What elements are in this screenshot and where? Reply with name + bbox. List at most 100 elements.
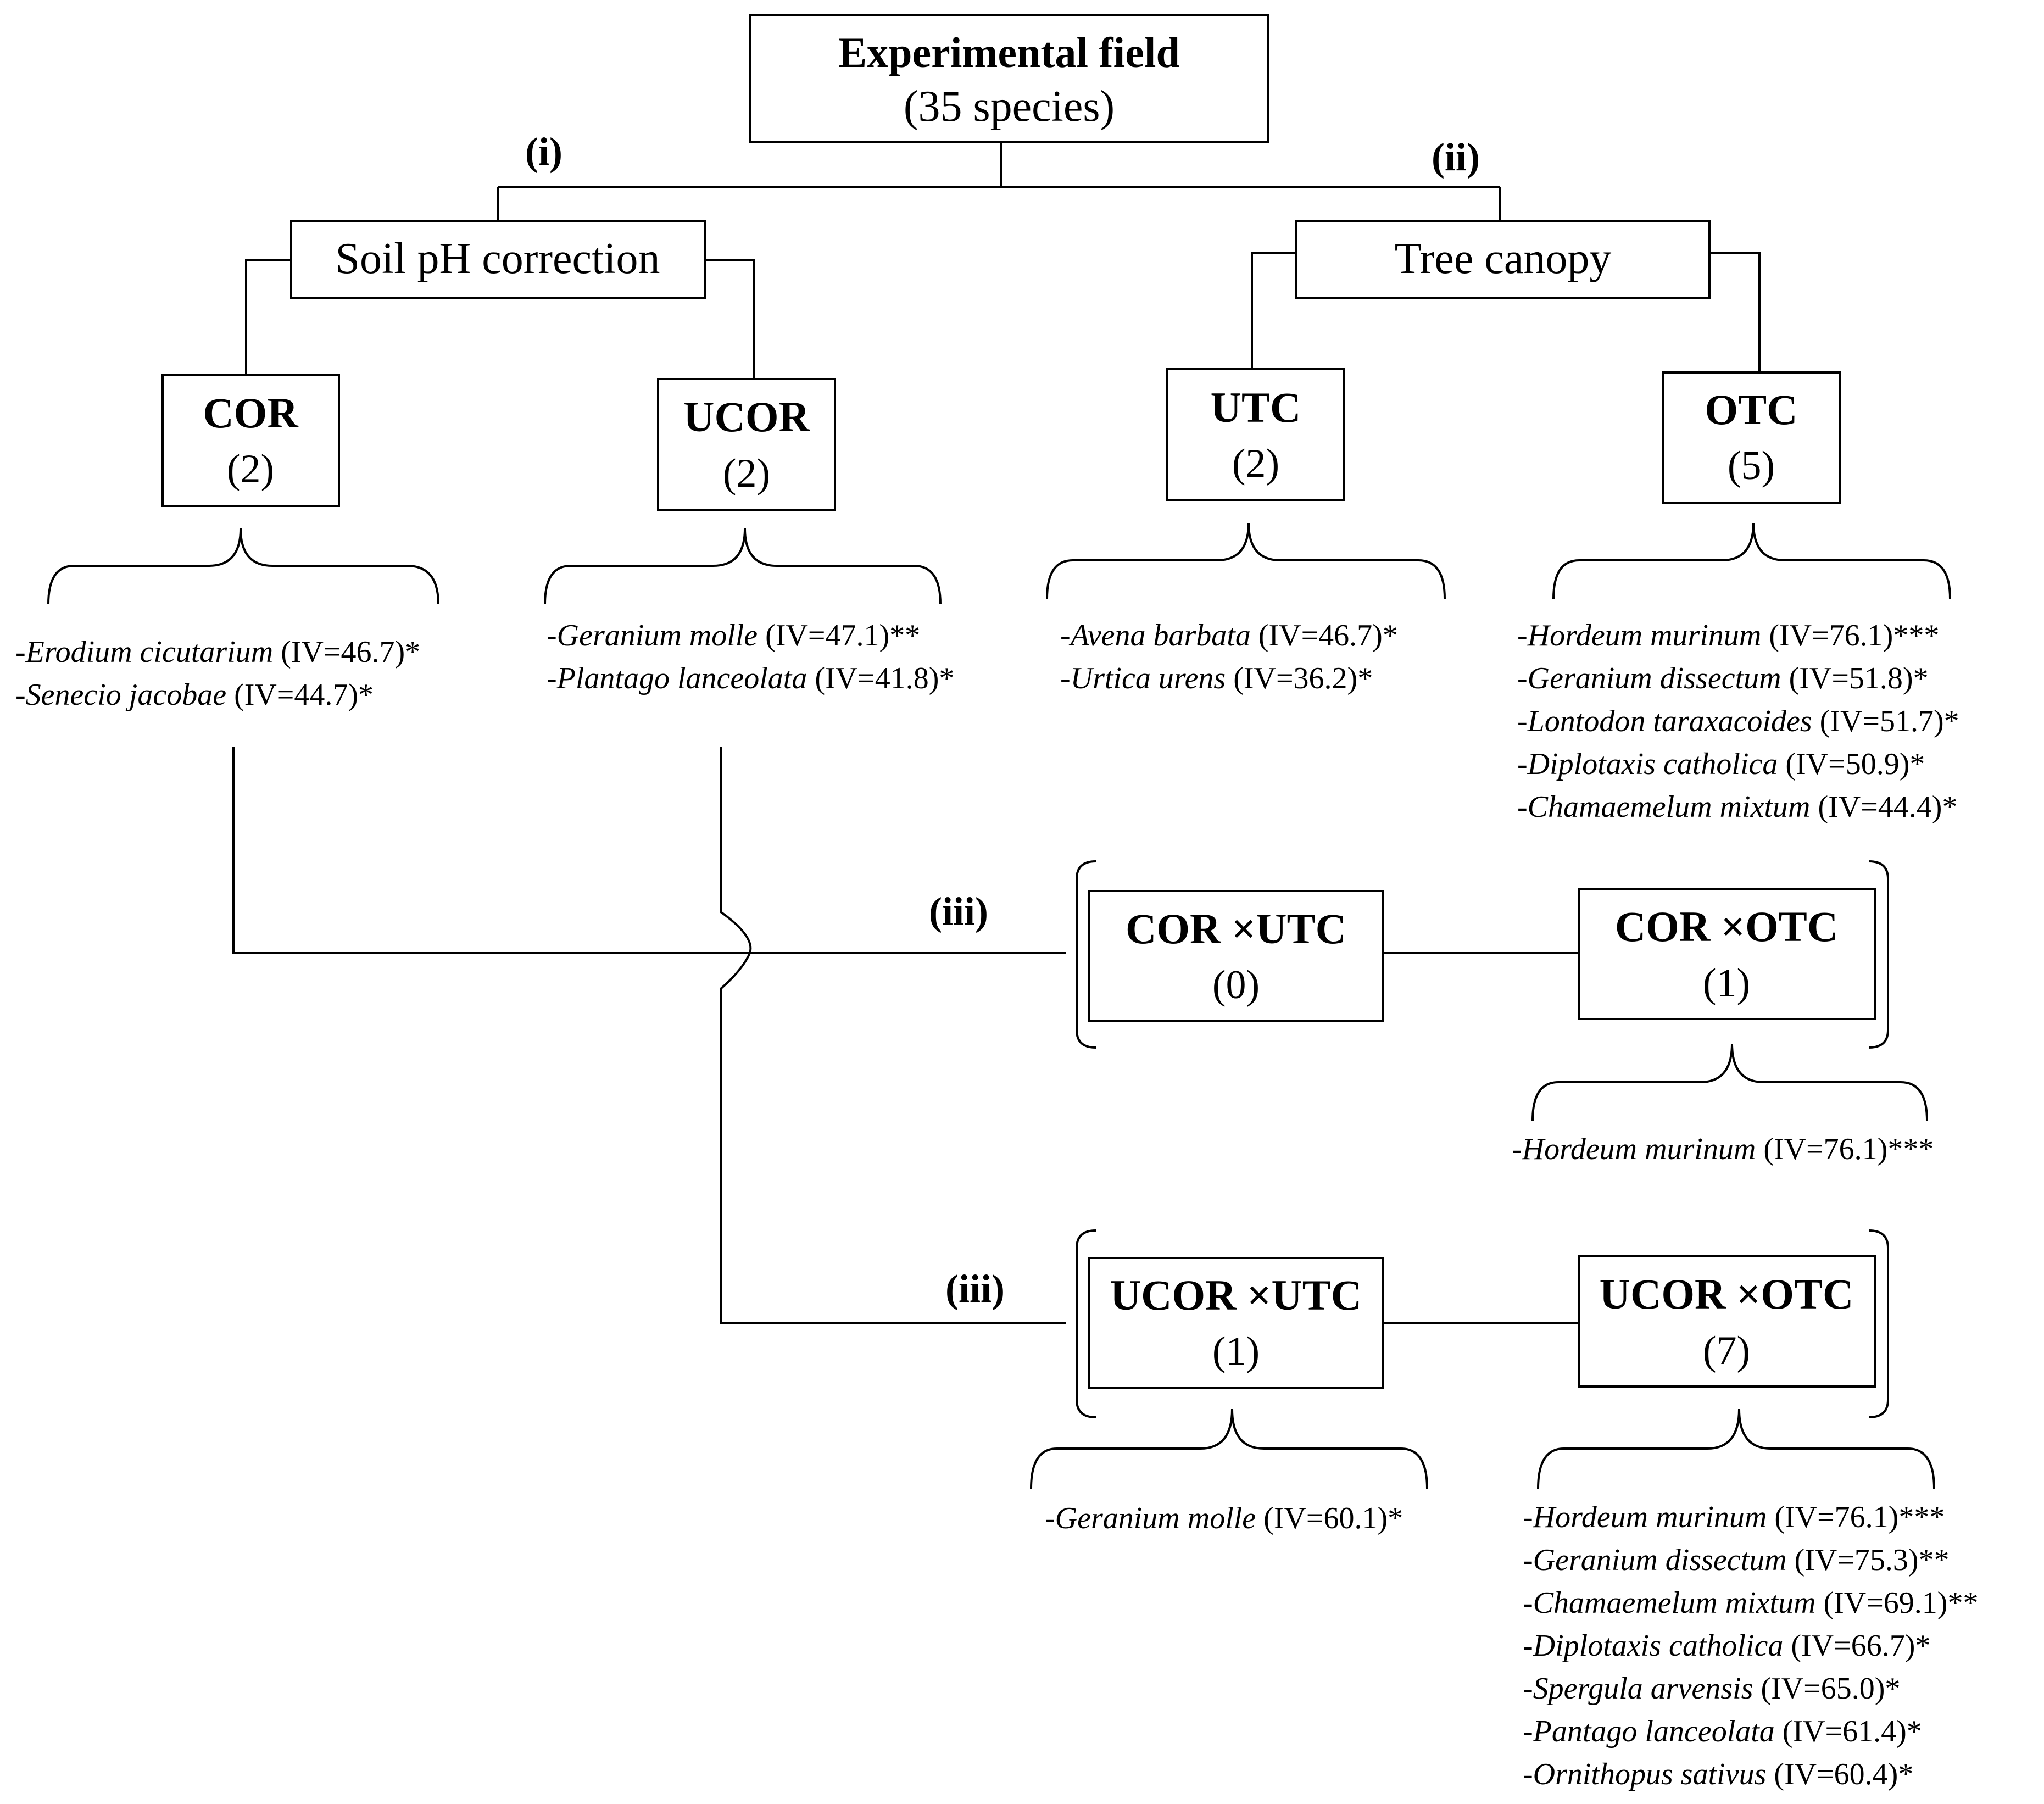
brace-cor-otc xyxy=(1531,1043,1928,1121)
species-entry: -Spergula arvensis (IV=65.0)* xyxy=(1523,1672,1900,1706)
species-iv: (IV=46.7)* xyxy=(1251,619,1398,653)
root-node: Experimental field (35 species) xyxy=(749,14,1269,143)
species-entry: -Geranium molle (IV=60.1)* xyxy=(1045,1501,1403,1535)
treatment-utc-box xyxy=(1166,368,1345,501)
interaction-cor-utc: COR ×UTC (0) xyxy=(1088,890,1384,1022)
species-list-ucor-otc: -Hordeum murinum (IV=76.1)*** -Geranium d… xyxy=(1523,1500,1978,1791)
species-entry: -Diplotaxis catholica (IV=66.7)* xyxy=(1523,1629,1930,1663)
species-entry: -Geranium molle (IV=47.1)** xyxy=(547,619,920,653)
factor-soil: Soil pH correction xyxy=(290,220,706,299)
brace-ucor-utc xyxy=(1030,1408,1428,1489)
species-iv: (IV=60.4)* xyxy=(1766,1757,1913,1791)
interaction-ucor-utc: UCOR ×UTC (1) xyxy=(1088,1257,1384,1389)
species-iv: (IV=76.1)*** xyxy=(1761,619,1939,653)
factor-soil-box xyxy=(290,220,706,299)
branch-label-iii-bottom: (iii) xyxy=(945,1267,1005,1311)
connector-root-split xyxy=(497,142,1501,220)
interaction-ucor-otc-count: (7) xyxy=(1703,1328,1750,1373)
root-title: Experimental field xyxy=(838,29,1180,76)
connector-soil-ucor xyxy=(705,259,755,379)
species-list-ucor: -Geranium molle (IV=47.1)**-Plantago lan… xyxy=(547,619,954,695)
species-entry: -Erodium cicutarium (IV=46.7)* xyxy=(15,635,420,669)
species-entry: -Ornithopus sativus (IV=60.4)* xyxy=(1523,1757,1913,1791)
species-entry: -Diplotaxis catholica (IV=50.9)* xyxy=(1517,747,1925,781)
species-name: Avena barbata xyxy=(1068,619,1251,653)
interaction-ucor-otc-box xyxy=(1578,1255,1876,1388)
species-name: Plantago lanceolata xyxy=(556,661,807,695)
root-subtitle: (35 species) xyxy=(904,82,1115,131)
species-entry: -Geranium dissectum (IV=75.3)** xyxy=(1523,1543,1950,1577)
species-iv: (IV=47.1)** xyxy=(758,619,920,653)
species-entry: -Hordeum murinum (IV=76.1)*** xyxy=(1523,1500,1945,1534)
species-iv: (IV=66.7)* xyxy=(1783,1629,1930,1663)
species-iv: (IV=46.7)* xyxy=(273,635,420,669)
species-name: Geranium molle xyxy=(557,619,758,653)
interaction-cor-otc-count: (1) xyxy=(1703,961,1750,1006)
species-entry: -Geranium dissectum (IV=51.8)* xyxy=(1517,661,1929,695)
treatment-utc-count: (2) xyxy=(1232,441,1279,486)
bracket-row1-left xyxy=(1076,860,1096,1049)
species-name: Geranium molle xyxy=(1055,1501,1256,1535)
brace-ucor-otc xyxy=(1537,1408,1935,1489)
species-iv: (IV=65.0)* xyxy=(1753,1672,1900,1706)
species-name: Ornithopus sativus xyxy=(1533,1757,1767,1791)
interaction-cor-utc-count: (0) xyxy=(1212,962,1260,1007)
species-name: Hordeum murinum xyxy=(1522,1132,1756,1166)
interaction-ucor-utc-box xyxy=(1088,1257,1384,1389)
connector-ucor-interactions xyxy=(720,747,1066,1324)
species-entry: -Chamaemelum mixtum (IV=44.4)* xyxy=(1517,790,1957,824)
connector-soil-cor xyxy=(245,259,291,375)
species-iv: (IV=51.8)* xyxy=(1781,661,1929,695)
interaction-cor-utc-box xyxy=(1088,890,1384,1022)
species-entry: -Hordeum murinum (IV=76.1)*** xyxy=(1512,1132,1934,1166)
branch-label-iii-top: (iii) xyxy=(929,889,988,933)
species-entry: -Lontodon taraxacoides (IV=51.7)* xyxy=(1517,704,1959,738)
species-entry: -Senecio jacobae (IV=44.7)* xyxy=(15,678,374,712)
species-list-utc: -Avena barbata (IV=46.7)*-Urtica urens (… xyxy=(1060,619,1398,695)
treatment-otc-label: OTC xyxy=(1705,386,1797,433)
species-name: Hordeum murinum xyxy=(1527,619,1762,653)
interaction-ucor-otc: UCOR ×OTC (7) xyxy=(1578,1255,1876,1388)
connectors xyxy=(232,142,1761,1324)
species-name: Chamaemelum mixtum xyxy=(1528,790,1811,824)
species-name: Geranium dissectum xyxy=(1528,661,1781,695)
species-name: Geranium dissectum xyxy=(1533,1543,1787,1577)
species-name: Spergula arvensis xyxy=(1533,1672,1753,1706)
brace-otc xyxy=(1552,522,1951,599)
treatment-ucor-label: UCOR xyxy=(683,393,810,441)
species-iv: (IV=44.4)* xyxy=(1810,790,1957,824)
treatment-utc-label: UTC xyxy=(1211,383,1301,431)
species-name: Chamaemelum mixtum xyxy=(1533,1586,1816,1620)
species-iv: (IV=76.1)*** xyxy=(1767,1500,1945,1534)
connector-canopy-utc xyxy=(1251,252,1296,369)
branch-label-ii: (ii) xyxy=(1432,135,1480,179)
factor-canopy-box xyxy=(1295,220,1711,299)
species-iv: (IV=51.7)* xyxy=(1812,704,1959,738)
interaction-cor-otc-box xyxy=(1578,888,1876,1020)
species-name: Urtica urens xyxy=(1071,661,1226,695)
species-iv: (IV=76.1)*** xyxy=(1756,1132,1934,1166)
species-entry: -Urtica urens (IV=36.2)* xyxy=(1060,661,1373,695)
species-list-cor-otc: -Hordeum murinum (IV=76.1)*** xyxy=(1512,1132,1934,1166)
species-list-cor: -Erodium cicutarium (IV=46.7)* -Senecio j… xyxy=(15,635,420,712)
species-iv: (IV=36.2)* xyxy=(1226,661,1373,695)
interaction-ucor-otc-label: UCOR ×OTC xyxy=(1600,1270,1854,1318)
species-name: Senecio jacobae xyxy=(26,678,226,712)
species-name: Lontodon taraxacoides xyxy=(1527,704,1812,738)
treatment-otc-count: (5) xyxy=(1728,443,1775,488)
brace-utc xyxy=(1046,522,1446,599)
species-entry: -Hordeum murinum (IV=76.1)*** xyxy=(1517,619,1939,653)
species-iv: (IV=41.8)* xyxy=(807,661,954,695)
factor-canopy: Tree canopy xyxy=(1295,220,1711,299)
species-name: Diplotaxis catholica xyxy=(1527,747,1778,781)
braces xyxy=(47,522,1951,1489)
species-entry: -Pantago lanceolata (IV=61.4)* xyxy=(1523,1714,1922,1749)
interaction-cor-utc-label: COR ×UTC xyxy=(1126,905,1346,953)
species-entry: -Chamaemelum mixtum (IV=69.1)** xyxy=(1523,1586,1978,1620)
factor-canopy-label: Tree canopy xyxy=(1395,235,1612,283)
treatment-cor-label: COR xyxy=(203,389,299,437)
interaction-ucor-utc-count: (1) xyxy=(1212,1329,1260,1374)
interaction-cor-otc: COR ×OTC (1) xyxy=(1578,888,1876,1020)
species-list-otc: -Hordeum murinum (IV=76.1)*** -Geranium d… xyxy=(1517,619,1959,824)
